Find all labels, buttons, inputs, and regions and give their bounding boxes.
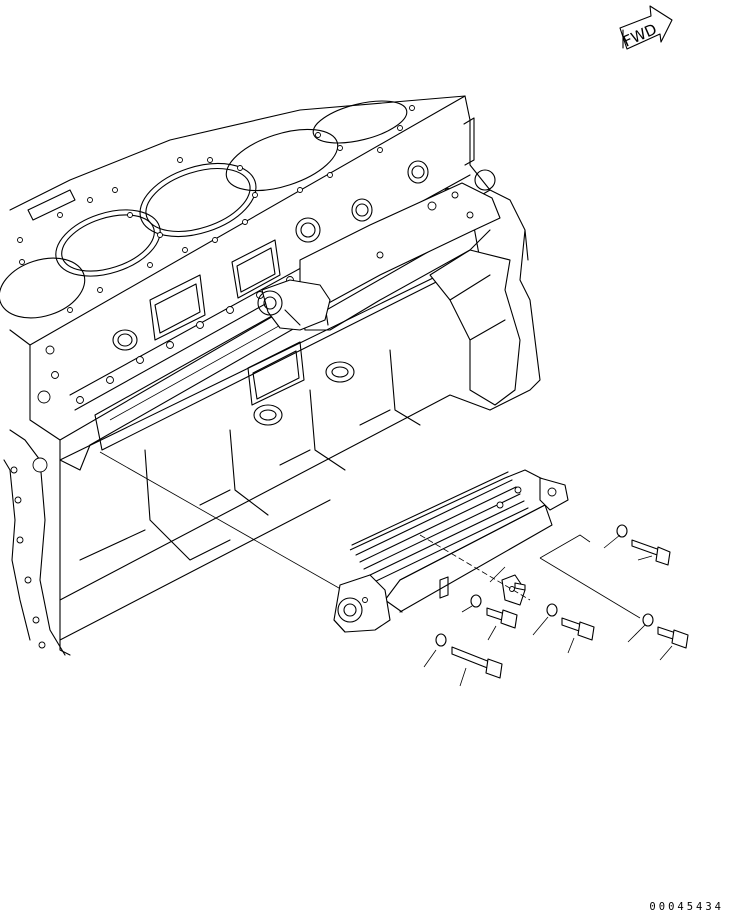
bolt-5 [452,647,490,669]
installation-leader-line [100,452,360,600]
callout-leaders [424,535,672,686]
washer-1 [617,525,627,537]
oil-cooler-assembly [334,470,640,632]
fwd-arrow-icon: FWD [620,6,672,51]
washer-2 [643,614,653,626]
bolt-1 [632,540,660,556]
mounting-bolts [436,525,688,678]
front-face-bolts [11,458,47,648]
cylinder-block [0,93,540,655]
document-code: 00045434 [649,901,724,913]
washer-5 [436,634,446,646]
washer-4 [471,595,481,607]
fwd-label: FWD [620,20,659,51]
washer-3 [547,604,557,616]
head-bolt-holes [18,106,415,313]
